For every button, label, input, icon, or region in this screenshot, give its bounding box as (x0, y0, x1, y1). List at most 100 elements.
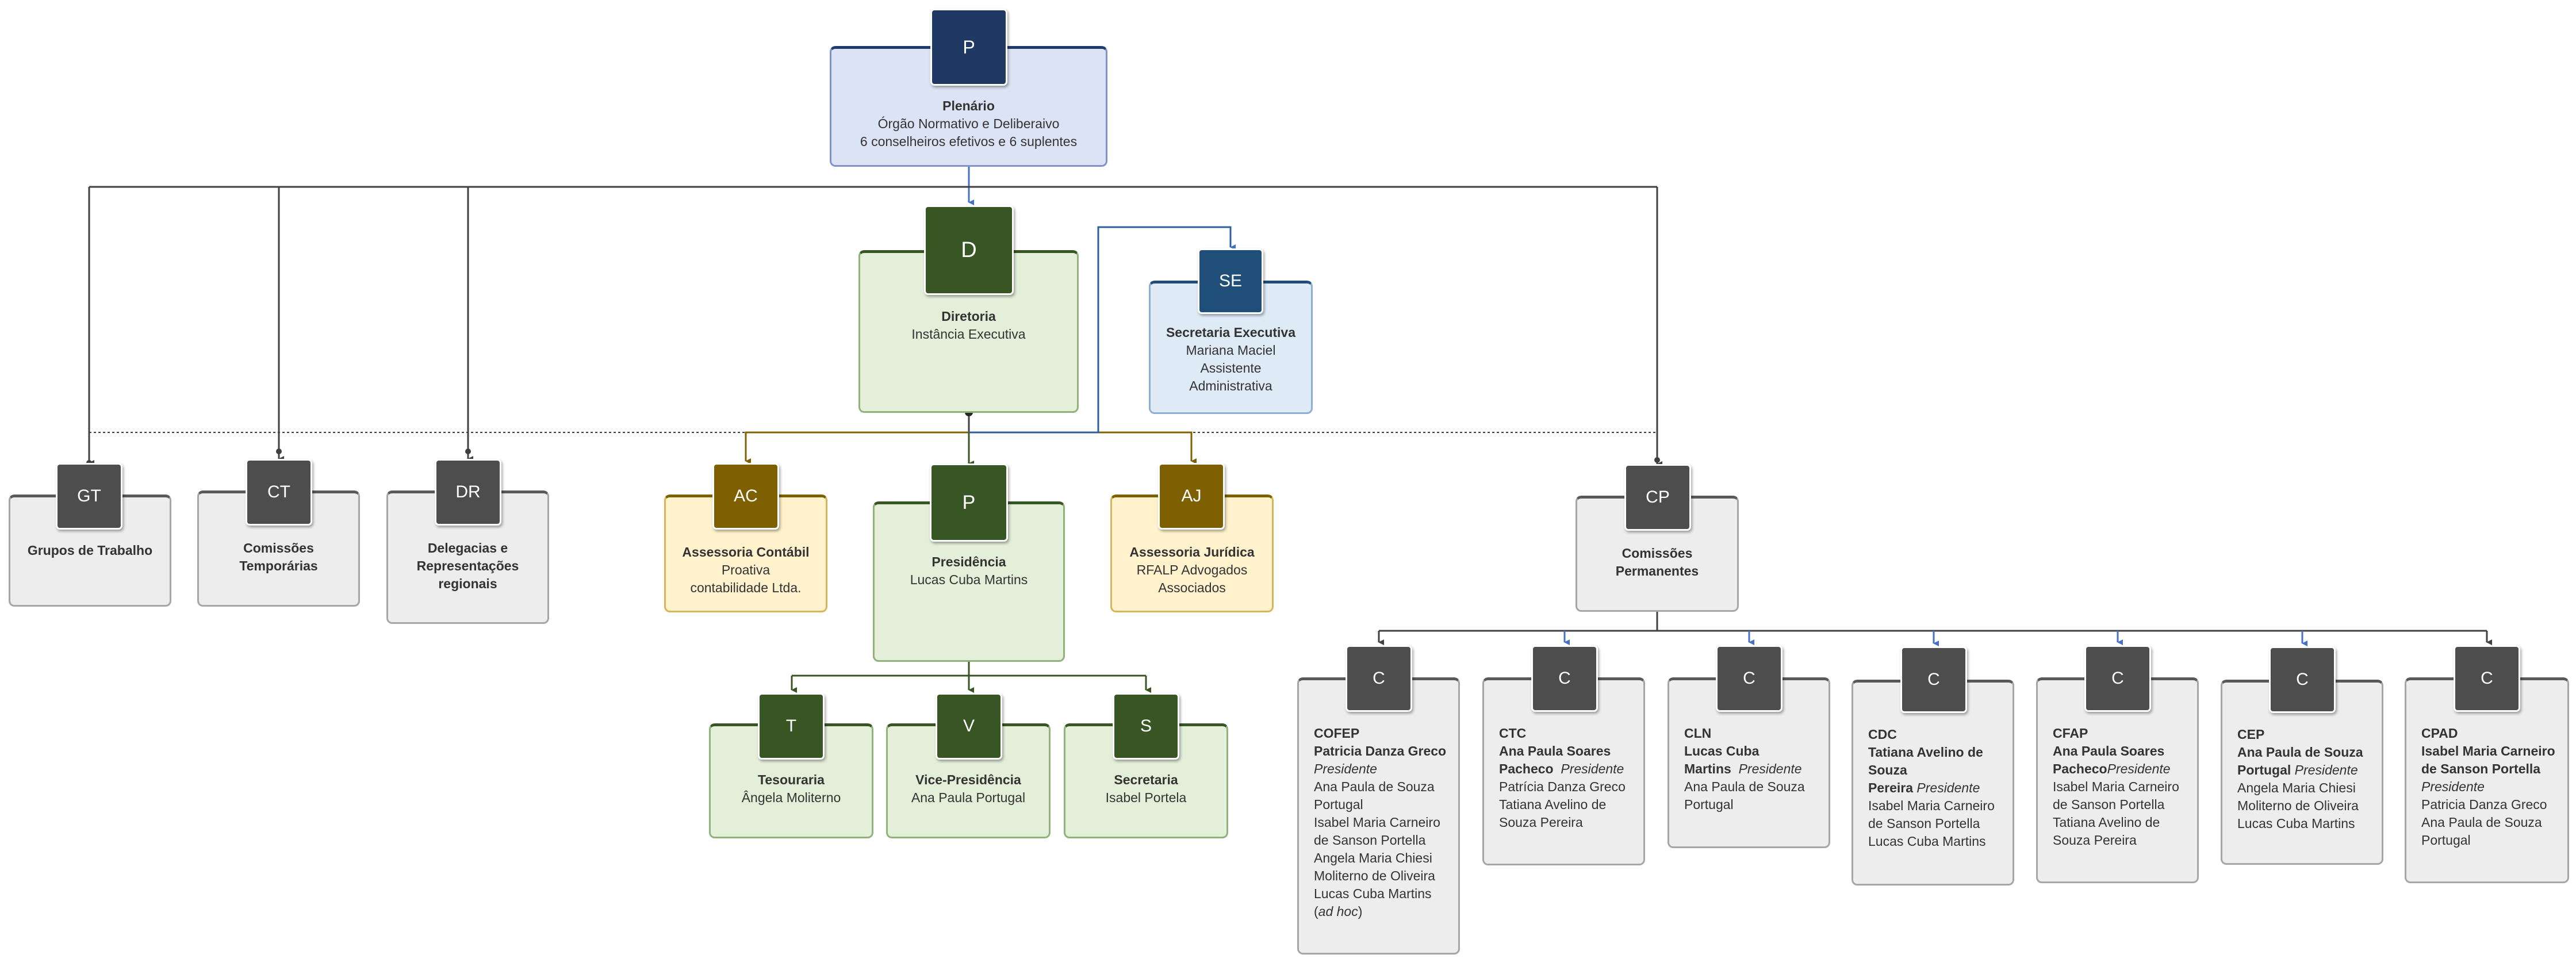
diretoria-badge: D (924, 205, 1014, 295)
secretaria-title: Secretaria (1114, 772, 1178, 787)
commission-name: CPAD (2421, 726, 2458, 741)
commission-member: Portugal (2421, 833, 2471, 848)
cp-card: Comissões Permanentes (1575, 496, 1739, 612)
commission-member: Angela Maria Chiesi (2237, 780, 2356, 795)
tesouraria-badge: T (758, 693, 825, 760)
diretoria-title: Diretoria (941, 309, 996, 324)
commission-member: Moliterno de Oliveira (2237, 798, 2359, 813)
commission-member: Isabel Maria Carneiro (2053, 779, 2179, 794)
commission-president-role: Presidente (1314, 761, 1377, 776)
commission-member: Ana Paula de Souza (2421, 815, 2542, 830)
presidencia-line: Lucas Cuba Martins (910, 572, 1028, 587)
commission-member: de Sanson Portella (1868, 816, 1980, 831)
vice-title: Vice-Presidência (915, 772, 1021, 787)
commission-president-line: Martins Presidente (1684, 761, 1802, 776)
commission-member: Moliterno de Oliveira (1314, 868, 1435, 883)
commission-name: CEP (2237, 727, 2265, 742)
commission-member: Lucas Cuba Martins (1868, 834, 1986, 849)
aj-title: Assessoria Jurídica (1129, 545, 1255, 559)
dr-card: Delegacias e Representações regionais (386, 490, 549, 624)
secretaria-line: Isabel Portela (1105, 790, 1187, 805)
commission-president-role: Presidente (2421, 779, 2485, 794)
commission-member: Lucas Cuba Martins (2237, 816, 2355, 831)
commission-president-line: Pereira Presidente (1868, 780, 1980, 795)
ac-line: contabilidade Ltda. (690, 580, 802, 595)
commission-member: Souza Pereira (1499, 815, 1583, 830)
commission-president-line: Pacheco Presidente (1499, 761, 1624, 776)
commission-member: Ana Paula de Souza (1684, 779, 1805, 794)
commission-name: CTC (1499, 726, 1527, 741)
commission-name: CDC (1868, 727, 1897, 742)
cp-title: Permanentes (1615, 564, 1699, 578)
commission-card-cfap: CFAP Ana Paula Soares PachecoPresidente … (2036, 677, 2199, 883)
plenario-title: Plenário (942, 98, 995, 113)
dr-title: Representações (416, 558, 519, 573)
junction-dot (1654, 457, 1660, 463)
commission-member: de Sanson Portella (2053, 797, 2165, 812)
plenario-line: 6 conselheiros efetivos e 6 suplentes (860, 134, 1078, 149)
dr-title: Delegacias e (427, 541, 508, 555)
commission-member: Tatiana Avelino de (2053, 815, 2160, 830)
aj-badge: AJ (1158, 463, 1225, 530)
vice-line: Ana Paula Portugal (911, 790, 1026, 805)
commission-member: Isabel Maria Carneiro (1314, 815, 1440, 830)
commission-badge: C (2269, 646, 2336, 713)
commission-president: Ana Paula de Souza (2237, 745, 2363, 760)
secretaria-executiva-badge: SE (1198, 248, 1263, 314)
ac-badge: AC (712, 463, 779, 530)
junction-dot (276, 449, 282, 454)
commission-president-line: Portugal Presidente (2237, 762, 2358, 777)
cp-title: Comissões (1621, 546, 1693, 561)
commission-president: Patricia Danza Greco (1314, 743, 1447, 758)
vice-badge: V (936, 693, 1002, 760)
ct-badge: CT (246, 459, 312, 526)
presidencia-badge: P (930, 463, 1008, 542)
tesouraria-line: Ângela Moliterno (741, 790, 841, 805)
plenario-card: Plenário Órgão Normativo e Deliberaivo 6… (830, 46, 1107, 167)
commission-president: Ana Paula Soares (1499, 743, 1611, 758)
commission-badge: C (1531, 645, 1598, 712)
plenario-line: Órgão Normativo e Deliberaivo (877, 116, 1060, 131)
commission-member: Portugal (1684, 797, 1734, 812)
commission-member: Lucas Cuba Martins (1314, 886, 1432, 901)
secretaria-executiva-line: Administrativa (1189, 378, 1272, 393)
connector-to-ac (745, 431, 969, 464)
connector-to-aj (969, 431, 1197, 464)
commission-badge: C (2454, 645, 2520, 712)
commission-member: Tatiana Avelino de (1499, 797, 1607, 812)
commission-president: Ana Paula Soares (2053, 743, 2165, 758)
ct-title: Comissões (243, 541, 314, 555)
cp-badge: CP (1624, 464, 1691, 531)
gt-badge: GT (56, 463, 122, 530)
ac-title: Assessoria Contábil (682, 545, 810, 559)
secretaria-executiva-title: Secretaria Executiva (1166, 325, 1296, 340)
commission-member: Portugal (1314, 797, 1363, 812)
commission-member: Souza Pereira (2053, 833, 2137, 848)
commission-name: CLN (1684, 726, 1712, 741)
commission-card-cofep: COFEP Patricia Danza Greco Presidente An… (1297, 677, 1460, 955)
commission-name: CFAP (2053, 726, 2088, 741)
diretoria-line: Instância Executiva (911, 327, 1026, 342)
connector-cp-down (1379, 611, 2487, 632)
commission-member: Patricia Danza Greco (2421, 797, 2547, 812)
gt-title: Grupos de Trabalho (27, 543, 153, 558)
commission-card-cdc: CDC Tatiana Avelino de Souza Pereira Pre… (1851, 680, 2014, 886)
secretaria-executiva-line: Assistente (1200, 361, 1262, 375)
commission-member: de Sanson Portella (1314, 833, 1426, 848)
commission-president: Isabel Maria Carneiro (2421, 743, 2555, 758)
plenario-badge: P (930, 9, 1007, 86)
commission-president: Tatiana Avelino de (1868, 745, 1983, 760)
aj-line: Associados (1158, 580, 1226, 595)
secretaria-executiva-line: Mariana Maciel (1186, 343, 1276, 358)
commission-badge: C (1716, 645, 1782, 712)
commission-member: Patrícia Danza Greco (1499, 779, 1626, 794)
tesouraria-title: Tesouraria (758, 772, 825, 787)
commission-member: Angela Maria Chiesi (1314, 850, 1432, 865)
connector-to-se (969, 226, 1236, 434)
secretaria-badge: S (1113, 693, 1179, 760)
ct-title: Temporárias (239, 558, 318, 573)
junction-dot (465, 449, 471, 454)
commission-card-cln: CLN Lucas Cuba Martins Presidente Ana Pa… (1667, 677, 1830, 848)
commission-badge: C (1900, 646, 1967, 713)
